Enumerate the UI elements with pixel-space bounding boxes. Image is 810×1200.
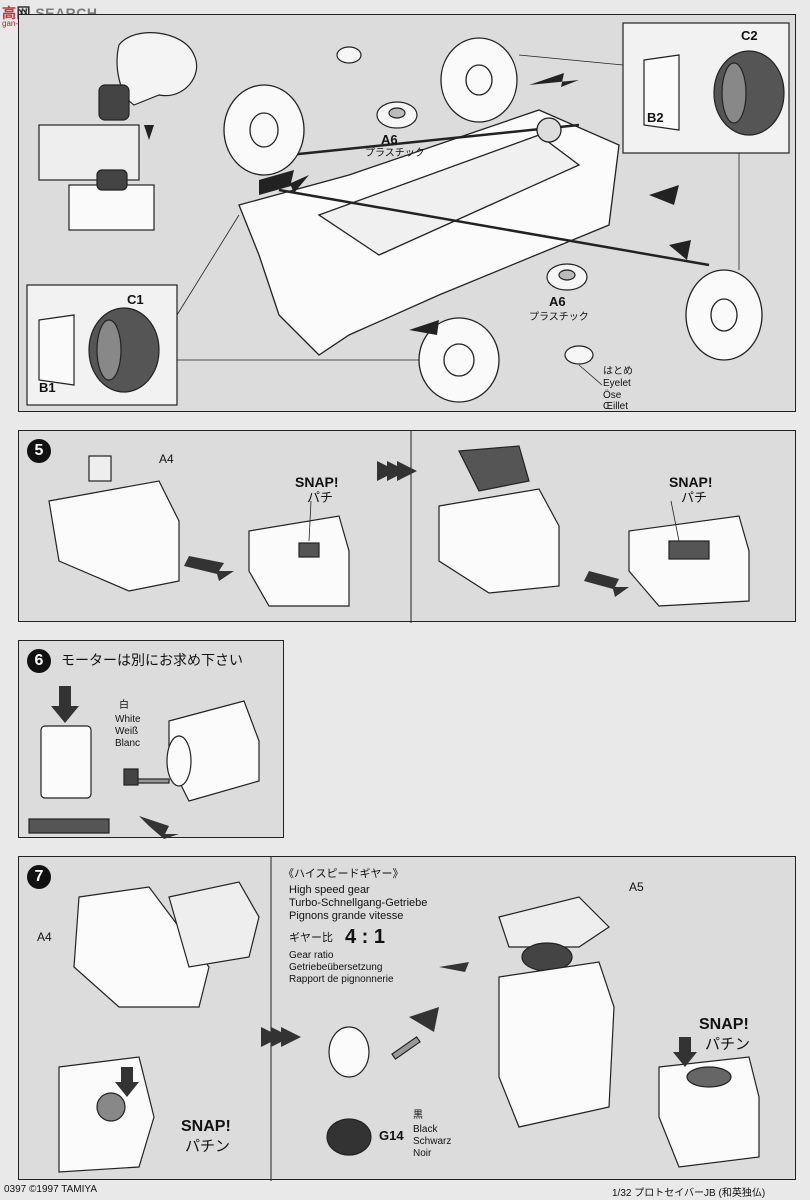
wheel-front-left [418,317,500,403]
direction-arrows [144,73,691,335]
label-a6-bottom: A6 [549,294,566,309]
step-7-ratio-value: 4 : 1 [345,926,386,948]
label-b1: B1 [39,380,56,395]
step-6-color-en: White [115,714,141,725]
step-7-gear-fr: Pignons grande vitesse [289,910,404,922]
step-7-ratio-de: Getriebeübersetzung [289,962,383,973]
step-7-number: 7 [27,865,51,889]
label-b2: B2 [647,110,664,125]
step-7-black-en: Black [413,1124,438,1135]
hand-press-illustration [38,32,198,231]
step-6-title: モーターは別にお求め下さい [61,652,243,668]
label-c1: C1 [127,292,144,307]
step-7-snap-left-ja: パチン [185,1138,231,1155]
step-7-snap-right: SNAP! [699,1016,749,1033]
step-5-illustration [48,431,750,623]
step-7-ratio-label-ja: ギヤー比 [289,932,333,944]
step-7-illustration [58,857,760,1181]
label-eyelet-fr: Œillet [603,401,629,412]
inset-c2-b2 [622,22,790,154]
wheel-rear-right [440,37,518,123]
eyelet-bottom [564,345,594,365]
label-a6-top: A6 [381,132,398,147]
step-7-ratio-en: Gear ratio [289,950,334,961]
step-7-black-fr: Noir [413,1148,432,1159]
footer-left: 0397 ©1997 TAMIYA [4,1184,97,1195]
top-assembly-panel: C2 B2 A6 プラスチック C1 B1 A6 プラスチック はとめ Eyel… [18,14,796,412]
step-7-ratio-fr: Rapport de pignonnerie [289,974,394,985]
eyelet-top [336,46,362,64]
step-7-part-g14: G14 [379,1128,404,1143]
label-plastic-bottom: プラスチック [529,312,589,323]
step-6-panel: 6 モーターは別にお求め下さい 白 White Weiß Blanc [18,640,284,839]
step-6-color-fr: Blanc [115,738,141,749]
step-6-color-ja: 白 [119,700,129,711]
top-assembly-illustration [26,22,790,406]
label-plastic-top: プラスチック [365,148,425,159]
step-5-snap-1: SNAP! [295,474,339,490]
step-7-part-a4: A4 [37,930,52,944]
step-7-gear-de: Turbo-Schnellgang-Getriebe [289,897,428,909]
step-5-part-a4: A4 [159,452,174,466]
step-7-gear-title-ja: 《ハイスピードギヤー》 [283,868,404,880]
step-7-black-ja: 黒 [413,1110,423,1121]
chassis-illustration [238,109,710,356]
label-eyelet-en: Eyelet [603,378,631,389]
footer-code: 0397 [4,1184,27,1195]
footer-copyright: ©1997 TAMIYA [29,1184,97,1195]
a6-bushing-top [376,101,418,129]
step-6-number: 6 [27,649,51,673]
step-7-snap-right-ja: パチン [705,1036,751,1053]
step-5-snap-2: SNAP! [669,474,713,490]
wheel-front-right [685,269,763,361]
wheel-rear-left [223,84,305,176]
step-6-illustration [28,686,260,839]
step-5-panel: 5 A4 SNAP! パチ SNAP! パチ [18,430,796,623]
step-5-snap-2-ja: パチ [681,490,708,505]
step-5-number: 5 [27,439,51,463]
step-7-part-a5: A5 [629,880,644,894]
footer-right: 1/32 プロトセイバーJB (和英独仏) [612,1188,766,1199]
label-eyelet-ja: はとめ [603,366,633,377]
label-eyelet-de: Öse [603,390,622,401]
step-7-black-de: Schwarz [413,1136,452,1147]
inset-c1-b1 [26,284,178,406]
step-6-color-de: Weiß [115,726,139,737]
a6-bushing-bottom [546,263,588,291]
step-7-snap-left: SNAP! [181,1118,231,1135]
step-7-gear-en: High speed gear [289,884,370,896]
step-5-snap-1-ja: パチ [307,490,334,505]
label-c2: C2 [741,28,758,43]
step-7-panel: 7 A4 A5 《ハイスピードギヤー》 High spe [18,856,796,1181]
